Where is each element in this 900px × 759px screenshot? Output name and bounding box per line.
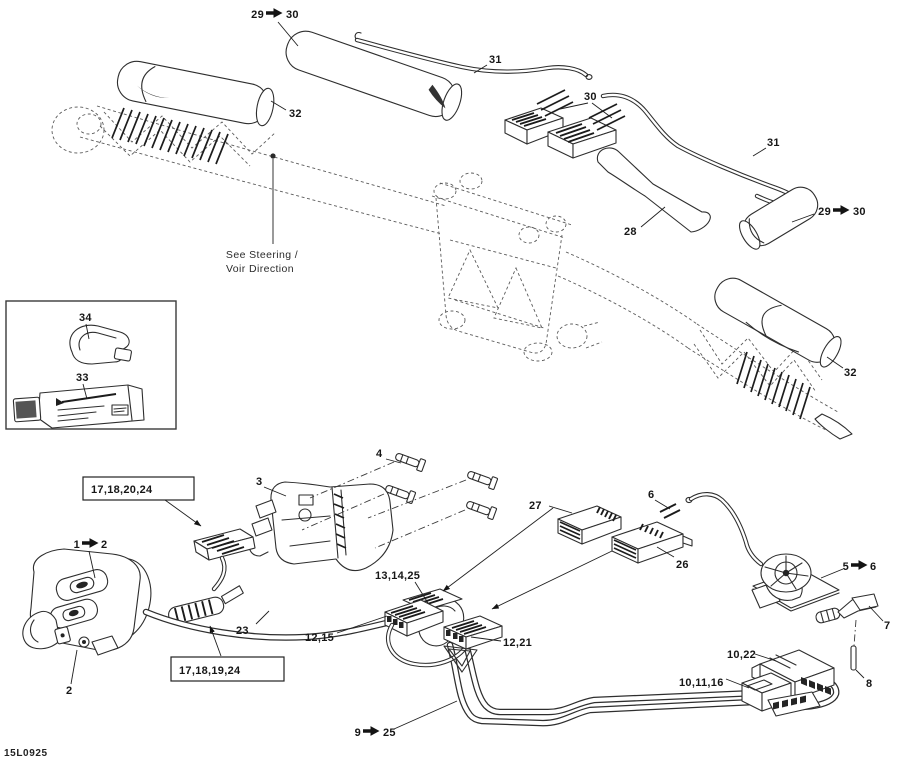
wire-31-right (600, 92, 797, 208)
callout-29-30-right: 29 30 (791, 205, 866, 223)
switch-square-button (54, 626, 71, 645)
clamp-upper-17-18-20-24 (193, 528, 256, 592)
grip-crease (428, 84, 446, 109)
callout-3: 3 (256, 476, 262, 488)
connector-30-left (504, 89, 574, 145)
grip-sleeve-left-32 (116, 60, 275, 127)
grip-top-29-30 (285, 30, 463, 121)
callout-10-11-16: 10,11,16 (679, 677, 724, 689)
steering-riser-dashed (431, 172, 603, 362)
handlebar-dashed (51, 105, 853, 440)
callout-1-text: 1 (74, 539, 80, 551)
heated-grip-right-hatch (736, 351, 811, 420)
callouts: 29 30 31 32 30 31 29 30 28 32 1 2 2 (66, 8, 890, 739)
arrow-right-icon (82, 538, 99, 548)
callout-30-mid: 30 (584, 91, 597, 103)
callout-13-14-25: 13,14,25 (375, 570, 420, 582)
arrow-right-icon (363, 726, 380, 736)
see-steering-line1: See Steering / (226, 249, 298, 261)
dimmer-switch-cluster (384, 588, 503, 673)
callout-29-text: 29 (818, 206, 831, 218)
throttle-dial-assembly (751, 553, 840, 612)
assembly-arrow-27 (442, 507, 554, 592)
arrow-right-icon (833, 205, 850, 215)
callout-31-right: 31 (767, 137, 780, 149)
heated-grip-left-hatch (111, 107, 229, 165)
boxed-label-lower-text: 17,18,19,24 (179, 665, 241, 677)
arrow-right-icon (266, 8, 283, 18)
callout-32-right: 32 (844, 367, 857, 379)
multifunction-switch (22, 548, 152, 656)
see-steering-note: See Steering / Voir Direction (226, 153, 298, 275)
grip-right-29-30 (738, 186, 819, 250)
callout-34-label: 34 (79, 312, 92, 324)
boxed-label-upper: 17,18,20,24 (82, 476, 202, 527)
callout-26: 26 (676, 559, 689, 571)
callout-25-text: 25 (383, 727, 396, 739)
callout-10-22: 10,22 (727, 649, 756, 661)
connector-30-right (547, 103, 626, 159)
see-steering-line2: Voir Direction (226, 263, 294, 275)
inset-box: 34 33 (5, 300, 177, 430)
callout-12-15: 12,15 (305, 632, 334, 644)
callout-29-text: 29 (251, 9, 264, 21)
callout-33-label: 33 (76, 372, 89, 384)
boxed-label-lower: 17,18,19,24 (170, 625, 285, 682)
wire-to-throttle (685, 492, 764, 567)
callout-31-top: 31 (489, 54, 502, 66)
wire-23 (142, 608, 399, 641)
callout-23: 23 (236, 625, 249, 637)
callout-32-left: 32 (289, 108, 302, 120)
callout-8: 8 (866, 678, 872, 690)
callout-5-text: 5 (843, 561, 849, 573)
callout-7: 7 (884, 620, 890, 632)
callout-6: 6 (648, 489, 654, 501)
callout-28: 28 (624, 226, 637, 238)
tube-cap (15, 400, 37, 419)
wire-31-top (354, 32, 593, 80)
switch-housing-3 (248, 481, 394, 572)
boxed-label-upper-text: 17,18,20,24 (91, 484, 153, 496)
connector-12-21 (443, 615, 503, 650)
connector-housing-stack (741, 649, 835, 717)
callout-27: 27 (529, 500, 542, 512)
switch-lever (22, 610, 61, 650)
lever-7 (815, 593, 879, 647)
callout-2-text: 2 (101, 539, 107, 551)
connector-27 (557, 505, 622, 545)
reference-dot (270, 153, 276, 159)
connector-26 (611, 521, 693, 564)
terminal-pins-6 (659, 503, 681, 519)
connector-10-11-16 (741, 672, 821, 717)
callout-29-30-top: 29 30 (251, 8, 299, 47)
label-arrow (56, 398, 64, 406)
pin-8 (850, 645, 857, 671)
arrow-right-icon (851, 560, 868, 570)
callout-1-2: 1 2 (74, 538, 107, 579)
clip-34 (69, 324, 132, 365)
callout-12-21: 12,21 (503, 637, 532, 649)
callout-9-text: 9 (355, 727, 361, 739)
callout-4: 4 (376, 448, 383, 460)
callout-30-text: 30 (286, 9, 299, 21)
assembly-arrow-26 (491, 550, 613, 610)
grip-sleeve-right-32 (714, 277, 842, 368)
grip-end-tip (814, 413, 853, 440)
callout-9-25: 9 25 (355, 700, 458, 739)
page-code: 15L0925 (4, 748, 48, 759)
callout-2: 2 (66, 685, 72, 697)
grease-tube-33 (12, 384, 145, 429)
clamp-lower-17-18-19-24 (168, 585, 244, 625)
callout-6-text: 6 (870, 561, 876, 573)
screws-4 (301, 453, 499, 549)
callout-30-text: 30 (853, 206, 866, 218)
callout-5-6: 5 6 (820, 560, 876, 579)
tube-28 (596, 147, 711, 233)
wire-lead-hatch (536, 89, 574, 117)
sleeve-crease (136, 85, 170, 98)
